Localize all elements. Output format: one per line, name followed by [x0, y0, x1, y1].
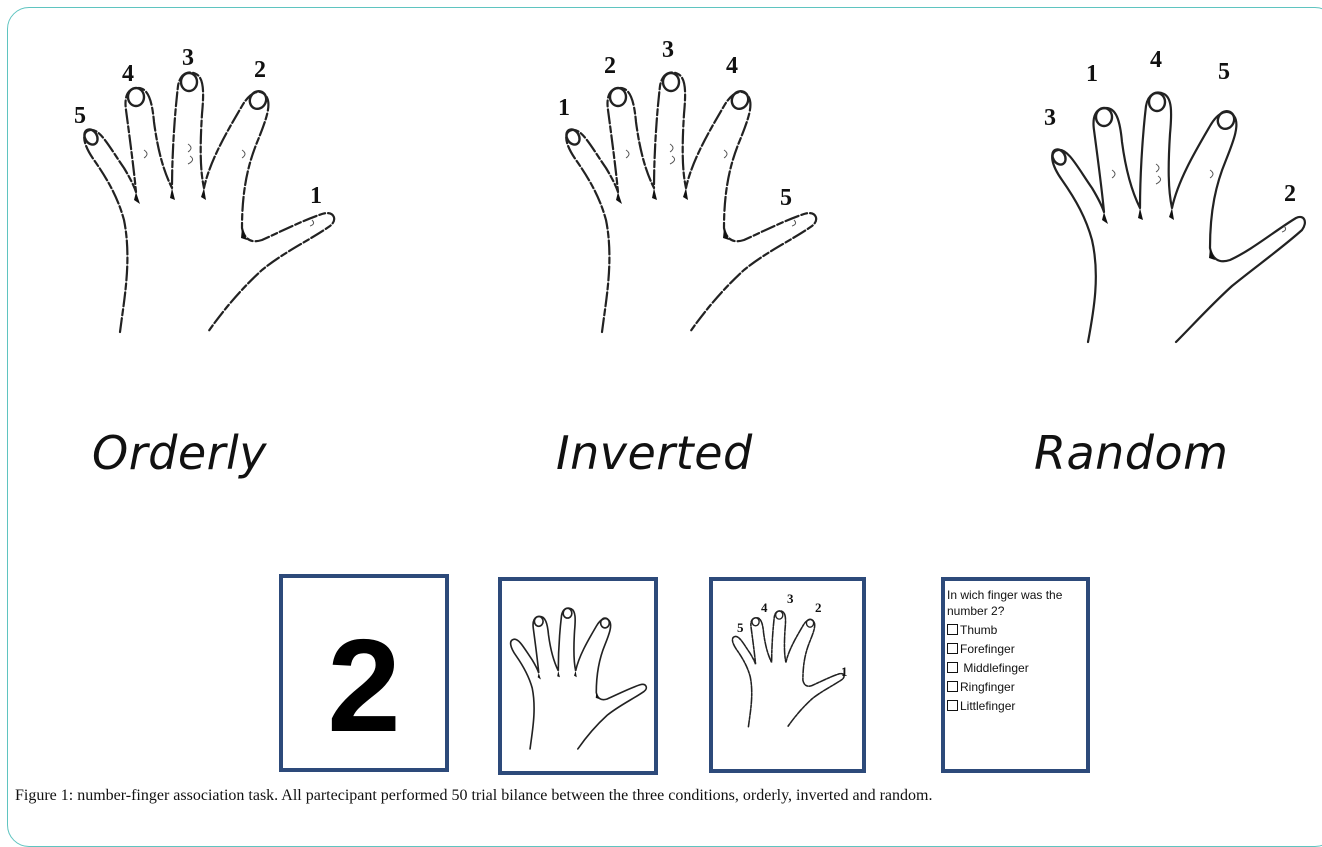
answer-option[interactable]: Middlefinger [947, 659, 1029, 678]
finger-number: 4 [761, 601, 768, 614]
finger-number: 3 [662, 38, 674, 62]
question-panel: In wich finger was the number 2? Thumb F… [941, 577, 1090, 773]
hand-drawing [554, 60, 834, 350]
figure-caption: Figure 1: number-finger association task… [15, 787, 932, 805]
finger-number: 5 [74, 104, 86, 128]
finger-number: 2 [604, 54, 616, 78]
stimulus-panel: 2 [279, 574, 449, 772]
condition-label-inverted: Inverted [556, 430, 753, 476]
checkbox-icon[interactable] [947, 700, 958, 711]
condition-label-orderly: Orderly [92, 430, 267, 476]
finger-number: 3 [1044, 106, 1056, 130]
finger-number: 1 [841, 665, 848, 678]
hand-panel [498, 577, 658, 775]
hand-random: 3 1 4 5 2 [1040, 80, 1320, 370]
hand-drawing [1040, 80, 1320, 370]
finger-number: 2 [815, 601, 822, 614]
finger-number: 4 [1150, 48, 1162, 72]
condition-label-random: Random [1034, 430, 1228, 476]
answer-option[interactable]: Littlefinger [947, 697, 1029, 716]
stimulus-digit: 2 [283, 620, 445, 752]
finger-number: 4 [726, 54, 738, 78]
finger-number: 2 [254, 58, 266, 82]
answer-option[interactable]: Ringfinger [947, 678, 1029, 697]
finger-number: 5 [737, 621, 744, 634]
answer-options: Thumb Forefinger Middlefinger Ringfinger… [947, 621, 1029, 716]
checkbox-icon[interactable] [947, 643, 958, 654]
finger-number: 3 [787, 592, 794, 605]
hand-drawing [727, 605, 852, 735]
checkbox-icon[interactable] [947, 681, 958, 692]
answer-option[interactable]: Forefinger [947, 640, 1029, 659]
finger-number: 5 [780, 186, 792, 210]
finger-number: 1 [1086, 62, 1098, 86]
hand-drawing [504, 585, 656, 775]
finger-number: 2 [1284, 182, 1296, 206]
finger-number: 5 [1218, 60, 1230, 84]
answer-option[interactable]: Thumb [947, 621, 1029, 640]
numbered-hand-panel: 5 4 3 2 1 [709, 577, 866, 773]
hand-inverted: 1 2 3 4 5 [554, 60, 834, 350]
hand-orderly: 5 4 3 2 1 [72, 60, 352, 350]
checkbox-icon[interactable] [947, 662, 958, 673]
finger-number: 1 [310, 184, 322, 208]
finger-number: 3 [182, 46, 194, 70]
finger-number: 1 [558, 96, 570, 120]
checkbox-icon[interactable] [947, 624, 958, 635]
finger-number: 4 [122, 62, 134, 86]
question-text: In wich finger was the number 2? [947, 587, 1084, 619]
